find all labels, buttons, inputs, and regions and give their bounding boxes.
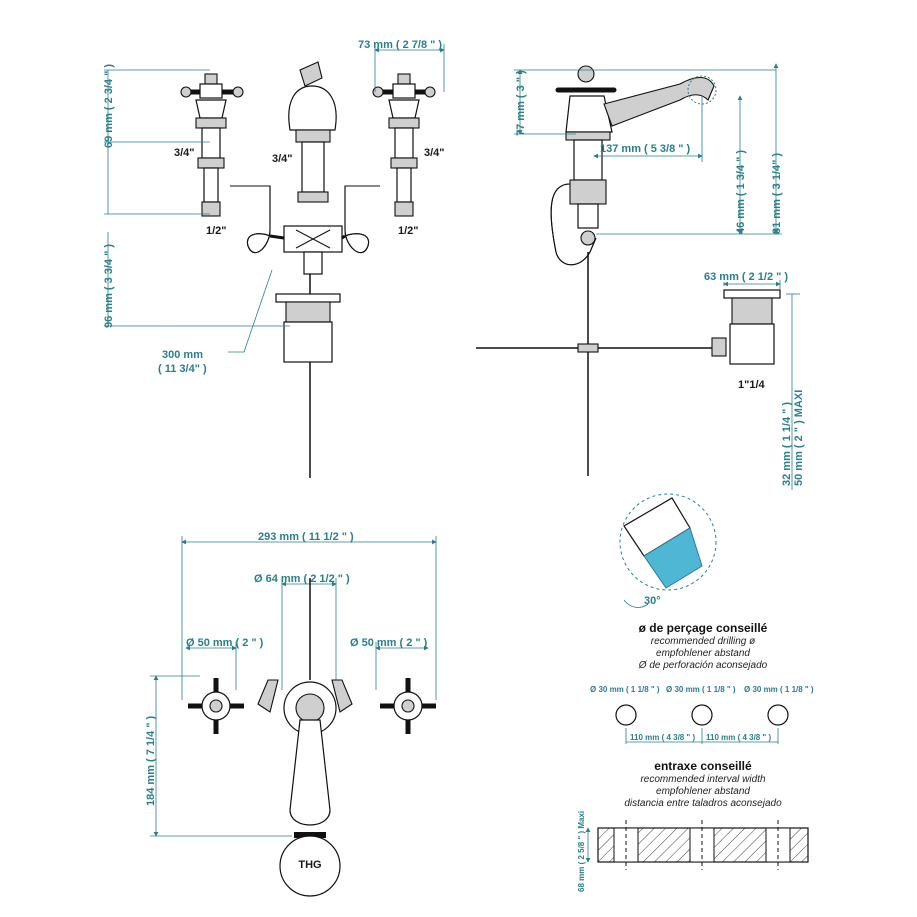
- thread-right-top: 3/4": [424, 147, 445, 159]
- plan-left-handle: [188, 678, 244, 734]
- interval-max: 68 mm ( 2 5/8 " ) Maxi: [577, 811, 586, 892]
- left-cross-handle: [180, 73, 244, 217]
- interval-de: empfohlener abstand: [656, 786, 750, 797]
- interval-section: entraxe conseillé recommended interval w…: [577, 759, 809, 892]
- dim-side-reach: 137 mm ( 5 3/8 " ): [600, 143, 691, 155]
- drill-hole-3: [767, 704, 789, 726]
- angle-detail: 30°: [619, 493, 717, 608]
- brand-logo: THG: [298, 859, 321, 871]
- waste-thread: 1"1/4: [738, 379, 766, 391]
- interval-es: distancia entre taladros aconsejado: [624, 798, 782, 809]
- hole-1-size: Ø 30 mm ( 1 1/8 " ): [590, 685, 660, 694]
- dim-side-total: 81 mm ( 3 1/4" ): [771, 153, 783, 234]
- dim-plan-width: 293 mm ( 11 1/2 " ): [258, 531, 354, 543]
- drilling-section: ø de perçage conseillé recommended drill…: [590, 621, 814, 744]
- dim-plan-right: Ø 50 mm ( 2 " ): [350, 637, 428, 649]
- thread-left-bottom: 1/2": [206, 225, 227, 237]
- thread-left-top: 3/4": [174, 147, 195, 159]
- dim-left-height: 69 mm ( 2 3/4 " ): [103, 64, 115, 148]
- waste-detail: 63 mm ( 2 1/2 " ) 1"1/4 32 mm ( 1 1/4 " …: [704, 271, 805, 490]
- drilling-title: ø de perçage conseillé: [639, 621, 768, 635]
- thread-center: 3/4": [272, 153, 293, 165]
- side-view: 77 mm ( 3 " ) 137 mm ( 5 3/8 " ) 46 mm (…: [476, 63, 783, 476]
- drill-hole-2: [691, 704, 713, 726]
- dim-waste-width: 63 mm ( 2 1/2 " ): [704, 271, 788, 283]
- dim-hose: 300 mm: [162, 349, 203, 361]
- right-cross-handle: [372, 73, 436, 217]
- waste-assembly: [275, 274, 341, 478]
- hole-3-size: Ø 30 mm ( 1 1/8 " ): [744, 685, 814, 694]
- dim-hose-in: ( 11 3/4" ): [158, 363, 207, 375]
- plan-right-handle: [380, 678, 436, 734]
- dim-angle: 30°: [644, 595, 661, 607]
- spacing-2: 110 mm ( 4 3/8 " ): [706, 733, 771, 742]
- dim-plan-depth: 184 mm ( 7 1/4 " ): [145, 715, 157, 806]
- dim-top-spacing: 73 mm ( 2 7/8 " ): [358, 39, 442, 51]
- drilling-es: Ø de perforación aconsejado: [638, 660, 768, 671]
- dim-plan-center: Ø 64 mm ( 2 1/2 " ): [254, 573, 350, 585]
- interval-en: recommended interval width: [640, 774, 765, 785]
- dim-waste-max: 50 mm ( 2 " ) MAXI: [793, 390, 805, 486]
- spacing-1: 110 mm ( 4 3/8 " ): [630, 733, 695, 742]
- dim-plan-left: Ø 50 mm ( 2 " ): [186, 637, 264, 649]
- interval-title: entraxe conseillé: [654, 759, 752, 773]
- dim-side-spout: 46 mm ( 1 3/4 " ): [735, 150, 747, 234]
- drilling-de: empfohlener abstand: [656, 648, 750, 659]
- dim-waste-min: 32 mm ( 1 1/4 " ): [781, 402, 793, 486]
- plan-view: 293 mm ( 11 1/2 " ) Ø 64 mm ( 2 1/2 " ) …: [145, 531, 437, 897]
- dim-left-lower: 96 mm ( 3 3/4 " ): [103, 244, 115, 328]
- drill-hole-1: [615, 704, 637, 726]
- front-view: 73 mm ( 2 7/8 " ) 69 mm ( 2 3/4 " ) 96 m…: [103, 39, 445, 478]
- center-spout: [283, 61, 343, 275]
- thread-right-bottom: 1/2": [398, 225, 419, 237]
- drilling-en: recommended drilling ø: [651, 636, 756, 647]
- hole-2-size: Ø 30 mm ( 1 1/8 " ): [666, 685, 736, 694]
- dim-side-height: 77 mm ( 3 " ): [515, 70, 527, 136]
